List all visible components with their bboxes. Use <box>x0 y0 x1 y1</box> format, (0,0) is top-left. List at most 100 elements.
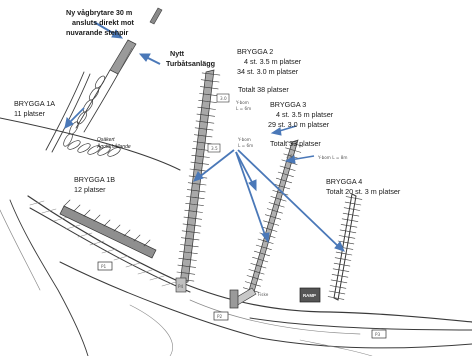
finger-pier <box>204 121 215 124</box>
finger-pier <box>194 127 205 130</box>
p-mark-3: P3 <box>375 332 381 337</box>
osakert-line-2: Ägoförhållande <box>96 143 131 150</box>
finger-pier <box>185 272 196 275</box>
finger-pier <box>254 250 263 254</box>
finger-pier <box>209 87 219 90</box>
finger-pier <box>192 217 202 220</box>
finger-pier <box>339 229 349 232</box>
finger-pier <box>203 128 214 131</box>
annotation-breakwater: Ny vågbrytare 30 m ansluts direkt mot nu… <box>66 8 135 37</box>
finger-pier <box>338 280 348 284</box>
finger-pier <box>331 274 341 277</box>
brygga-1a-structure <box>45 71 121 157</box>
finger-pier <box>189 168 200 171</box>
annotation-boat-facility: Nytt Turbåtsanlägg <box>166 49 215 68</box>
finger-pier <box>190 161 200 164</box>
finger-pier <box>193 141 203 143</box>
finger-pier <box>328 290 338 293</box>
finger-pier <box>270 196 279 200</box>
finger-pier <box>246 275 255 279</box>
finger-pier <box>335 297 345 300</box>
size-mark-1: 3.0 <box>220 96 227 101</box>
finger-pier <box>185 203 195 205</box>
size-mark-2: 3.5 <box>211 146 218 151</box>
finger-pier <box>342 212 352 215</box>
finger-pier <box>279 165 289 169</box>
finger-pier <box>264 214 274 218</box>
finger-pier <box>177 264 187 267</box>
finger-pier <box>191 224 202 227</box>
finger-pier <box>257 265 267 269</box>
finger-pier <box>198 100 208 102</box>
finger-pier <box>200 86 210 88</box>
finger-pier <box>182 223 193 226</box>
finger-pier <box>287 168 296 171</box>
finger-pier <box>333 262 343 266</box>
finger-pier <box>187 182 198 185</box>
finger-pier <box>195 120 206 123</box>
finger-pier <box>199 93 209 95</box>
finger-pier <box>345 196 355 199</box>
ybom-b-line-2: L = 6m <box>238 143 253 148</box>
finger-pier <box>197 106 207 109</box>
p-mark-4: P4 <box>178 284 184 289</box>
finger-pier <box>201 72 212 75</box>
brygga-2-total: Totalt 38 platser <box>238 85 289 94</box>
finger-pier <box>327 296 337 299</box>
finger-pier <box>329 285 339 288</box>
finger-pier <box>255 244 265 248</box>
breakwater-line-3: nuvarande stenpir <box>66 28 129 37</box>
finger-pier <box>189 238 200 241</box>
finger-pier <box>353 197 363 200</box>
finger-pier <box>186 196 196 198</box>
fishing-label: Fiske <box>258 292 269 297</box>
finger-pier <box>257 238 267 242</box>
ramp-label: RAMP <box>303 293 316 298</box>
finger-pier <box>278 198 287 202</box>
finger-pier <box>337 286 347 289</box>
finger-pier <box>283 153 292 157</box>
finger-pier <box>208 94 218 96</box>
finger-pier <box>196 190 206 193</box>
finger-pier <box>335 251 345 254</box>
finger-pier <box>186 265 196 268</box>
finger-pier <box>202 135 213 138</box>
ybom-a-line-1: Y-bom <box>235 100 249 105</box>
finger-pier <box>206 108 216 110</box>
finger-pier <box>338 235 348 238</box>
label-brygga-1b: BRYGGA 1B 12 platser <box>74 175 115 194</box>
annotation-ybom-c: Y-bom L = 8m <box>317 155 347 160</box>
breakwater <box>75 7 163 133</box>
finger-pier <box>184 209 194 212</box>
finger-pier <box>199 163 209 165</box>
finger-pier <box>194 204 204 206</box>
finger-pier <box>332 268 342 271</box>
finger-pier <box>346 236 356 239</box>
finger-pier <box>277 171 287 175</box>
finger-pier <box>341 218 351 221</box>
finger-pier <box>274 184 283 187</box>
brygga-4-line-1: Totalt 20 st. 3 m platser <box>326 187 401 196</box>
finger-pier <box>344 201 354 204</box>
annotation-osakert: Osäkert Ägoförhållande <box>96 137 131 150</box>
finger-pier <box>200 79 211 82</box>
finger-pier <box>207 101 217 103</box>
label-brygga-4: BRYGGA 4 Totalt 20 st. 3 m platser <box>326 177 401 196</box>
osakert-line-1: Osäkert <box>97 137 115 143</box>
finger-pier <box>181 230 192 233</box>
finger-pier <box>294 143 304 147</box>
finger-pier <box>205 114 215 117</box>
finger-pier <box>275 177 285 181</box>
finger-pier <box>181 237 191 240</box>
finger-pier <box>345 242 355 245</box>
finger-pier <box>272 190 281 193</box>
finger-pier <box>289 162 298 165</box>
finger-pier <box>184 279 195 282</box>
finger-pier <box>261 253 271 257</box>
finger-pier <box>200 156 210 158</box>
finger-pier <box>196 113 207 116</box>
brygga-1b-count: 12 platser <box>74 185 106 194</box>
shoreline <box>0 117 472 356</box>
finger-pier <box>343 253 353 256</box>
